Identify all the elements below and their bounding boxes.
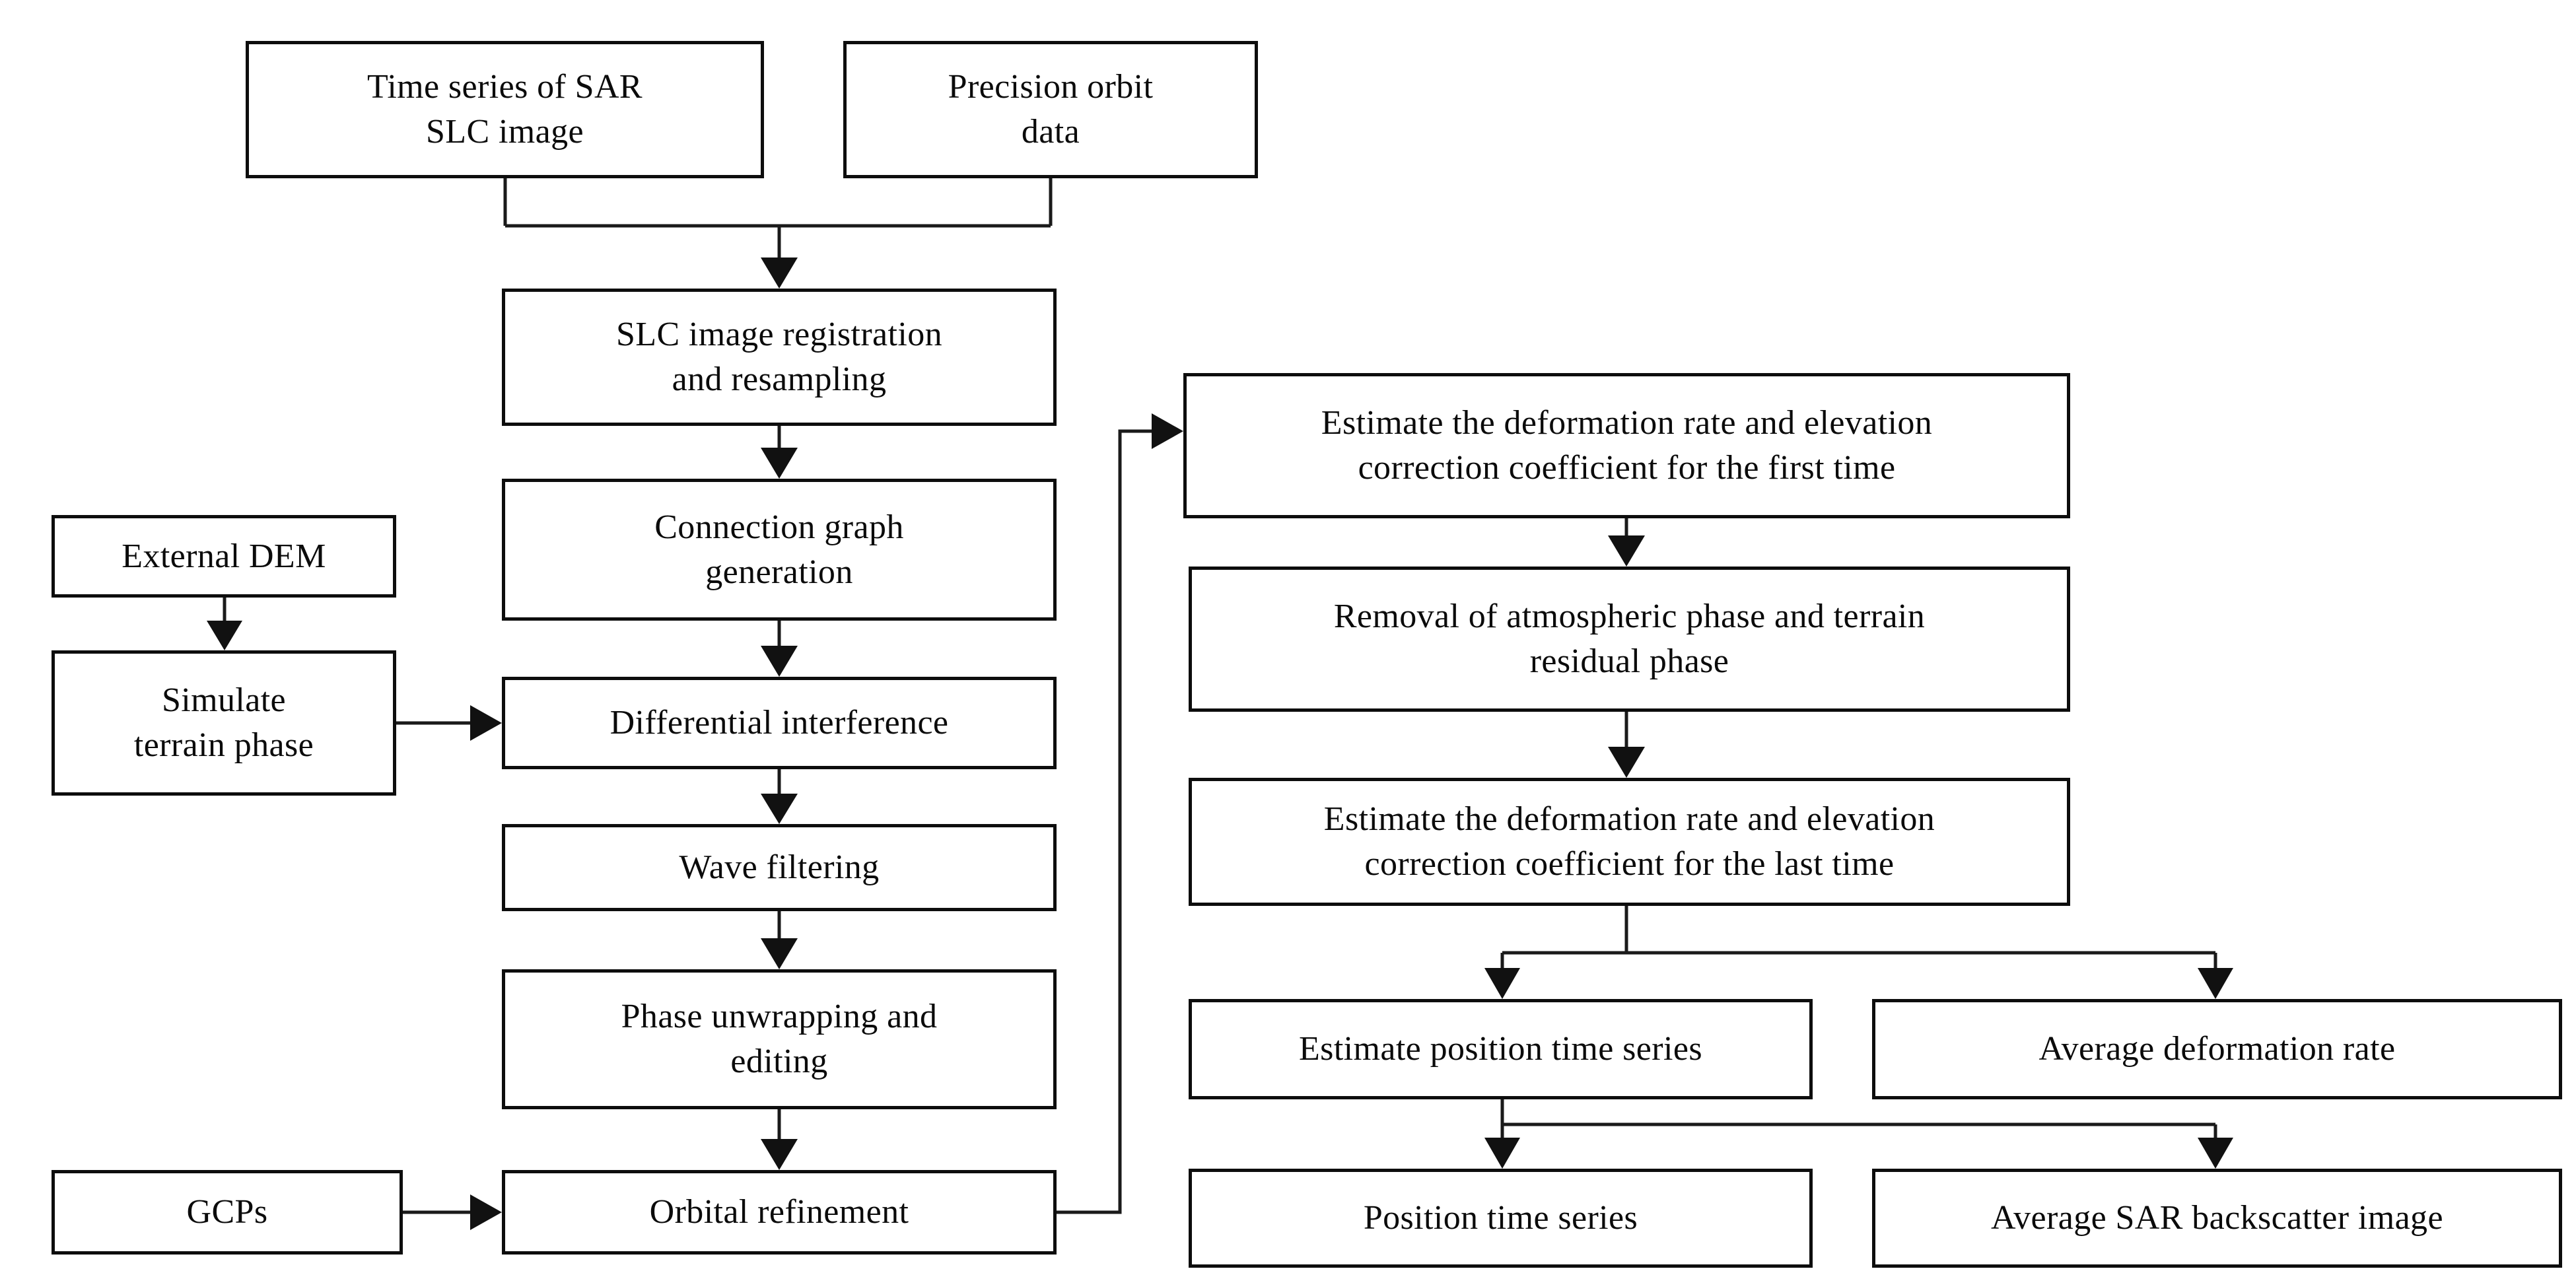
arrowhead-icon	[1608, 747, 1645, 778]
arrowhead-icon	[761, 448, 798, 479]
node-label: External DEM	[122, 537, 326, 575]
node-average-sar-backscatter-image[interactable]: Average SAR backscatter image	[1872, 1169, 2562, 1268]
edge-sar-slc-to-registration	[503, 178, 1053, 289]
edge-estimate-first-to-removal-atmos	[1608, 518, 1645, 567]
node-average-deformation-rate[interactable]: Average deformation rate	[1872, 999, 2562, 1099]
node-label: Estimate position time series	[1299, 1030, 1702, 1068]
arrowhead-icon	[1484, 1138, 1520, 1169]
node-differential-interference[interactable]: Differential interference	[502, 677, 1057, 769]
node-label: Simulate terrain phase	[133, 681, 314, 764]
node-label: Connection graph generation	[654, 508, 904, 591]
arrowhead-icon	[1152, 413, 1183, 449]
edge-orbital-refinement-to-estimate-first	[1057, 413, 1183, 1214]
edge-removal-atmos-to-estimate-last	[1608, 712, 1645, 778]
node-estimate-deformation-rate-last-time[interactable]: Estimate the deformation rate and elevat…	[1189, 778, 2070, 906]
edge-wave-filtering-to-phase-unwrapping	[761, 911, 798, 969]
node-label: Precision orbit data	[948, 68, 1154, 151]
node-estimate-deformation-rate-first-time[interactable]: Estimate the deformation rate and elevat…	[1183, 373, 2070, 518]
edge-estimate-position-to-outputs	[1484, 1099, 2233, 1169]
node-label: Differential interference	[609, 704, 949, 742]
node-precision-orbit-data[interactable]: Precision orbit data	[843, 41, 1258, 178]
edge-external-dem-to-simulate-terrain	[207, 598, 242, 650]
node-label: Wave filtering	[679, 848, 880, 887]
node-time-series-sar-slc-image[interactable]: Time series of SAR SLC image	[246, 41, 764, 178]
node-removal-atmospheric-terrain-residual-phase[interactable]: Removal of atmospheric phase and terrain…	[1189, 567, 2070, 712]
node-wave-filtering[interactable]: Wave filtering	[502, 824, 1057, 911]
node-orbital-refinement[interactable]: Orbital refinement	[502, 1170, 1057, 1255]
node-connection-graph-generation[interactable]: Connection graph generation	[502, 479, 1057, 621]
arrowhead-icon	[761, 794, 798, 824]
edge-simulate-terrain-to-differential	[396, 705, 502, 741]
node-label: GCPs	[186, 1193, 268, 1231]
node-gcps[interactable]: GCPs	[52, 1170, 403, 1255]
node-label: Phase unwrapping and editing	[621, 998, 938, 1080]
edge-gcps-to-orbital-refinement	[403, 1194, 502, 1230]
edge-registration-to-connection-graph	[761, 426, 798, 479]
edge-differential-to-wave-filtering	[761, 769, 798, 824]
node-label: Time series of SAR SLC image	[367, 68, 643, 151]
node-position-time-series[interactable]: Position time series	[1189, 1169, 1813, 1268]
edge-phase-unwrapping-to-orbital-refinement	[761, 1109, 798, 1170]
arrowhead-icon	[761, 1139, 798, 1170]
node-phase-unwrapping-and-editing[interactable]: Phase unwrapping and editing	[502, 969, 1057, 1109]
node-label: Average SAR backscatter image	[1991, 1199, 2443, 1237]
node-label: Estimate the deformation rate and elevat…	[1323, 800, 1935, 883]
node-label: SLC image registration and resampling	[615, 316, 943, 398]
arrowhead-icon	[1608, 535, 1645, 567]
arrowhead-icon	[1484, 968, 1520, 999]
arrowhead-icon	[470, 705, 502, 741]
node-simulate-terrain-phase[interactable]: Simulate terrain phase	[52, 650, 396, 796]
node-label: Average deformation rate	[2038, 1030, 2396, 1068]
arrowhead-icon	[761, 938, 798, 969]
node-label: Orbital refinement	[649, 1193, 909, 1231]
node-slc-image-registration-and-resampling[interactable]: SLC image registration and resampling	[502, 289, 1057, 426]
arrowhead-icon	[207, 621, 242, 650]
arrowhead-icon	[470, 1194, 502, 1230]
arrowhead-icon	[761, 646, 798, 677]
node-label: Removal of atmospheric phase and terrain…	[1333, 598, 1926, 680]
node-external-dem[interactable]: External DEM	[52, 515, 396, 598]
node-estimate-position-time-series[interactable]: Estimate position time series	[1189, 999, 1813, 1099]
edge-estimate-last-to-outputs	[1484, 906, 2233, 999]
edge-connection-graph-to-differential	[761, 621, 798, 677]
node-label: Estimate the deformation rate and elevat…	[1321, 404, 1933, 487]
node-label: Position time series	[1363, 1199, 1638, 1237]
arrowhead-icon	[2198, 1138, 2233, 1169]
arrowhead-icon	[2198, 968, 2233, 999]
arrowhead-icon	[761, 258, 798, 289]
